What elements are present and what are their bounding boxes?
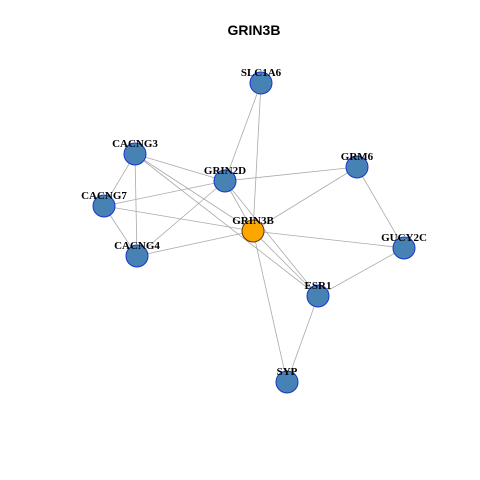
- edge-grin3b-gucy2c: [252, 230, 405, 249]
- node-label-gucy2c: GUCY2C: [381, 232, 427, 244]
- node-label-grin3b: GRIN3B: [232, 215, 274, 227]
- edge-grin3b-esr1: [252, 230, 319, 297]
- node-label-cacng4: CACNG4: [114, 240, 160, 252]
- edge-cacng4-grin3b: [136, 230, 254, 257]
- edge-cacng3-esr1: [134, 153, 319, 297]
- node-cacng7[interactable]: [92, 194, 116, 218]
- node-label-grm6: GRM6: [341, 151, 374, 163]
- node-esr1[interactable]: [306, 284, 330, 308]
- edge-slc1a6-grin3b: [252, 82, 262, 232]
- edge-grm6-gucy2c: [356, 166, 405, 249]
- diagram-title: GRIN3B: [228, 22, 281, 38]
- node-label-syp: SYP: [277, 366, 298, 378]
- edge-cacng7-grin2d: [103, 180, 226, 207]
- node-label-grin2d: GRIN2D: [204, 165, 246, 177]
- node-grm6[interactable]: [345, 155, 369, 179]
- node-label-esr1: ESR1: [305, 280, 332, 292]
- node-label-cacng3: CACNG3: [112, 138, 158, 150]
- edge-grin3b-syp: [252, 230, 288, 383]
- node-grin2d[interactable]: [213, 169, 237, 193]
- node-grin3b[interactable]: [241, 219, 265, 243]
- node-layer: [92, 71, 416, 394]
- node-label-slc1a6: SLC1A6: [241, 67, 282, 79]
- edge-cacng3-grin2d: [134, 153, 226, 182]
- node-label-cacng7: CACNG7: [81, 190, 127, 202]
- edge-cacng3-grin3b: [134, 153, 254, 232]
- node-gucy2c[interactable]: [392, 236, 416, 260]
- node-cacng4[interactable]: [125, 244, 149, 268]
- node-cacng3[interactable]: [123, 142, 147, 166]
- edge-grin2d-esr1: [224, 180, 319, 297]
- node-syp[interactable]: [275, 370, 299, 394]
- node-slc1a6[interactable]: [249, 71, 273, 95]
- edge-esr1-syp: [286, 295, 319, 383]
- edge-grm6-grin3b: [252, 166, 358, 232]
- edge-cacng4-grin2d: [136, 180, 226, 257]
- edge-cacng3-cacng4: [134, 153, 138, 257]
- edge-grin2d-grm6: [224, 166, 358, 182]
- edge-slc1a6-grin2d: [224, 82, 262, 182]
- edge-cacng7-grin3b: [103, 205, 254, 232]
- edge-gucy2c-esr1: [317, 247, 405, 297]
